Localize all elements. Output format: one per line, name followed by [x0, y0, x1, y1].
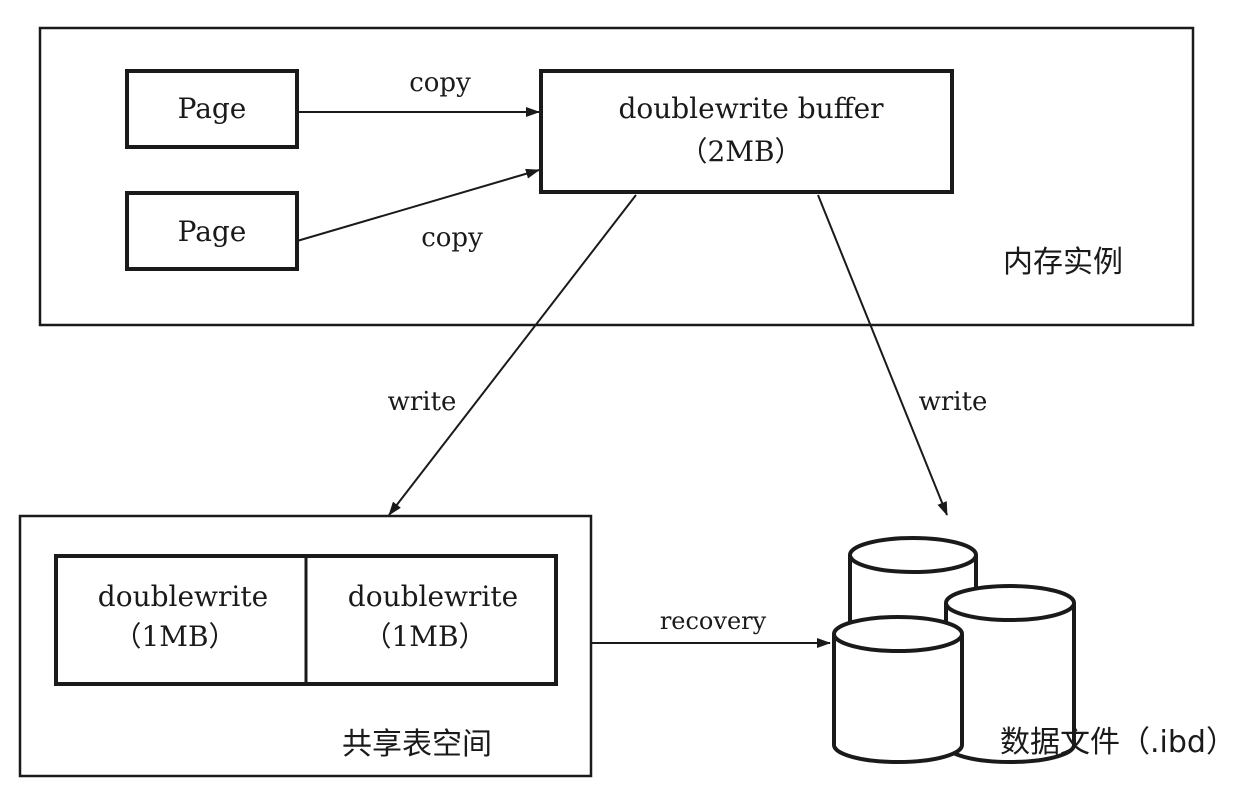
doublewrite-buffer-size: （2MB） — [679, 135, 802, 168]
database-cylinder-right — [944, 584, 1076, 764]
write-label-left: write — [388, 387, 457, 417]
page-box-2 — [125, 191, 299, 271]
doublewrite-segment-2-size: （1MB） — [363, 620, 486, 653]
data-files-label: 数据文件（.ibd） — [1000, 725, 1236, 760]
doublewrite-segment-1-label: doublewrite — [98, 580, 268, 613]
page-label-1: Page — [178, 92, 247, 125]
page-label-2: Page — [178, 215, 247, 248]
copy-label-2: copy — [421, 223, 483, 253]
doublewrite-segment-2-label: doublewrite — [348, 580, 518, 613]
doublewrite-buffer-box — [539, 69, 954, 194]
doublewrite-segment-1-size: （1MB） — [113, 620, 236, 653]
copy-label-1: copy — [409, 68, 471, 98]
write-arrow-left — [388, 194, 637, 516]
copy-arrow-2 — [296, 168, 540, 242]
memory-instance-label: 内存实例 — [1003, 245, 1123, 280]
page-box-1 — [125, 69, 299, 149]
doublewrite-buffer-label: doublewrite buffer — [618, 92, 884, 125]
recovery-label: recovery — [660, 607, 767, 635]
shared-tablespace-label: 共享表空间 — [342, 727, 492, 762]
database-cylinder-front — [832, 615, 964, 764]
write-arrow-right — [817, 194, 948, 516]
write-label-right: write — [919, 387, 988, 417]
